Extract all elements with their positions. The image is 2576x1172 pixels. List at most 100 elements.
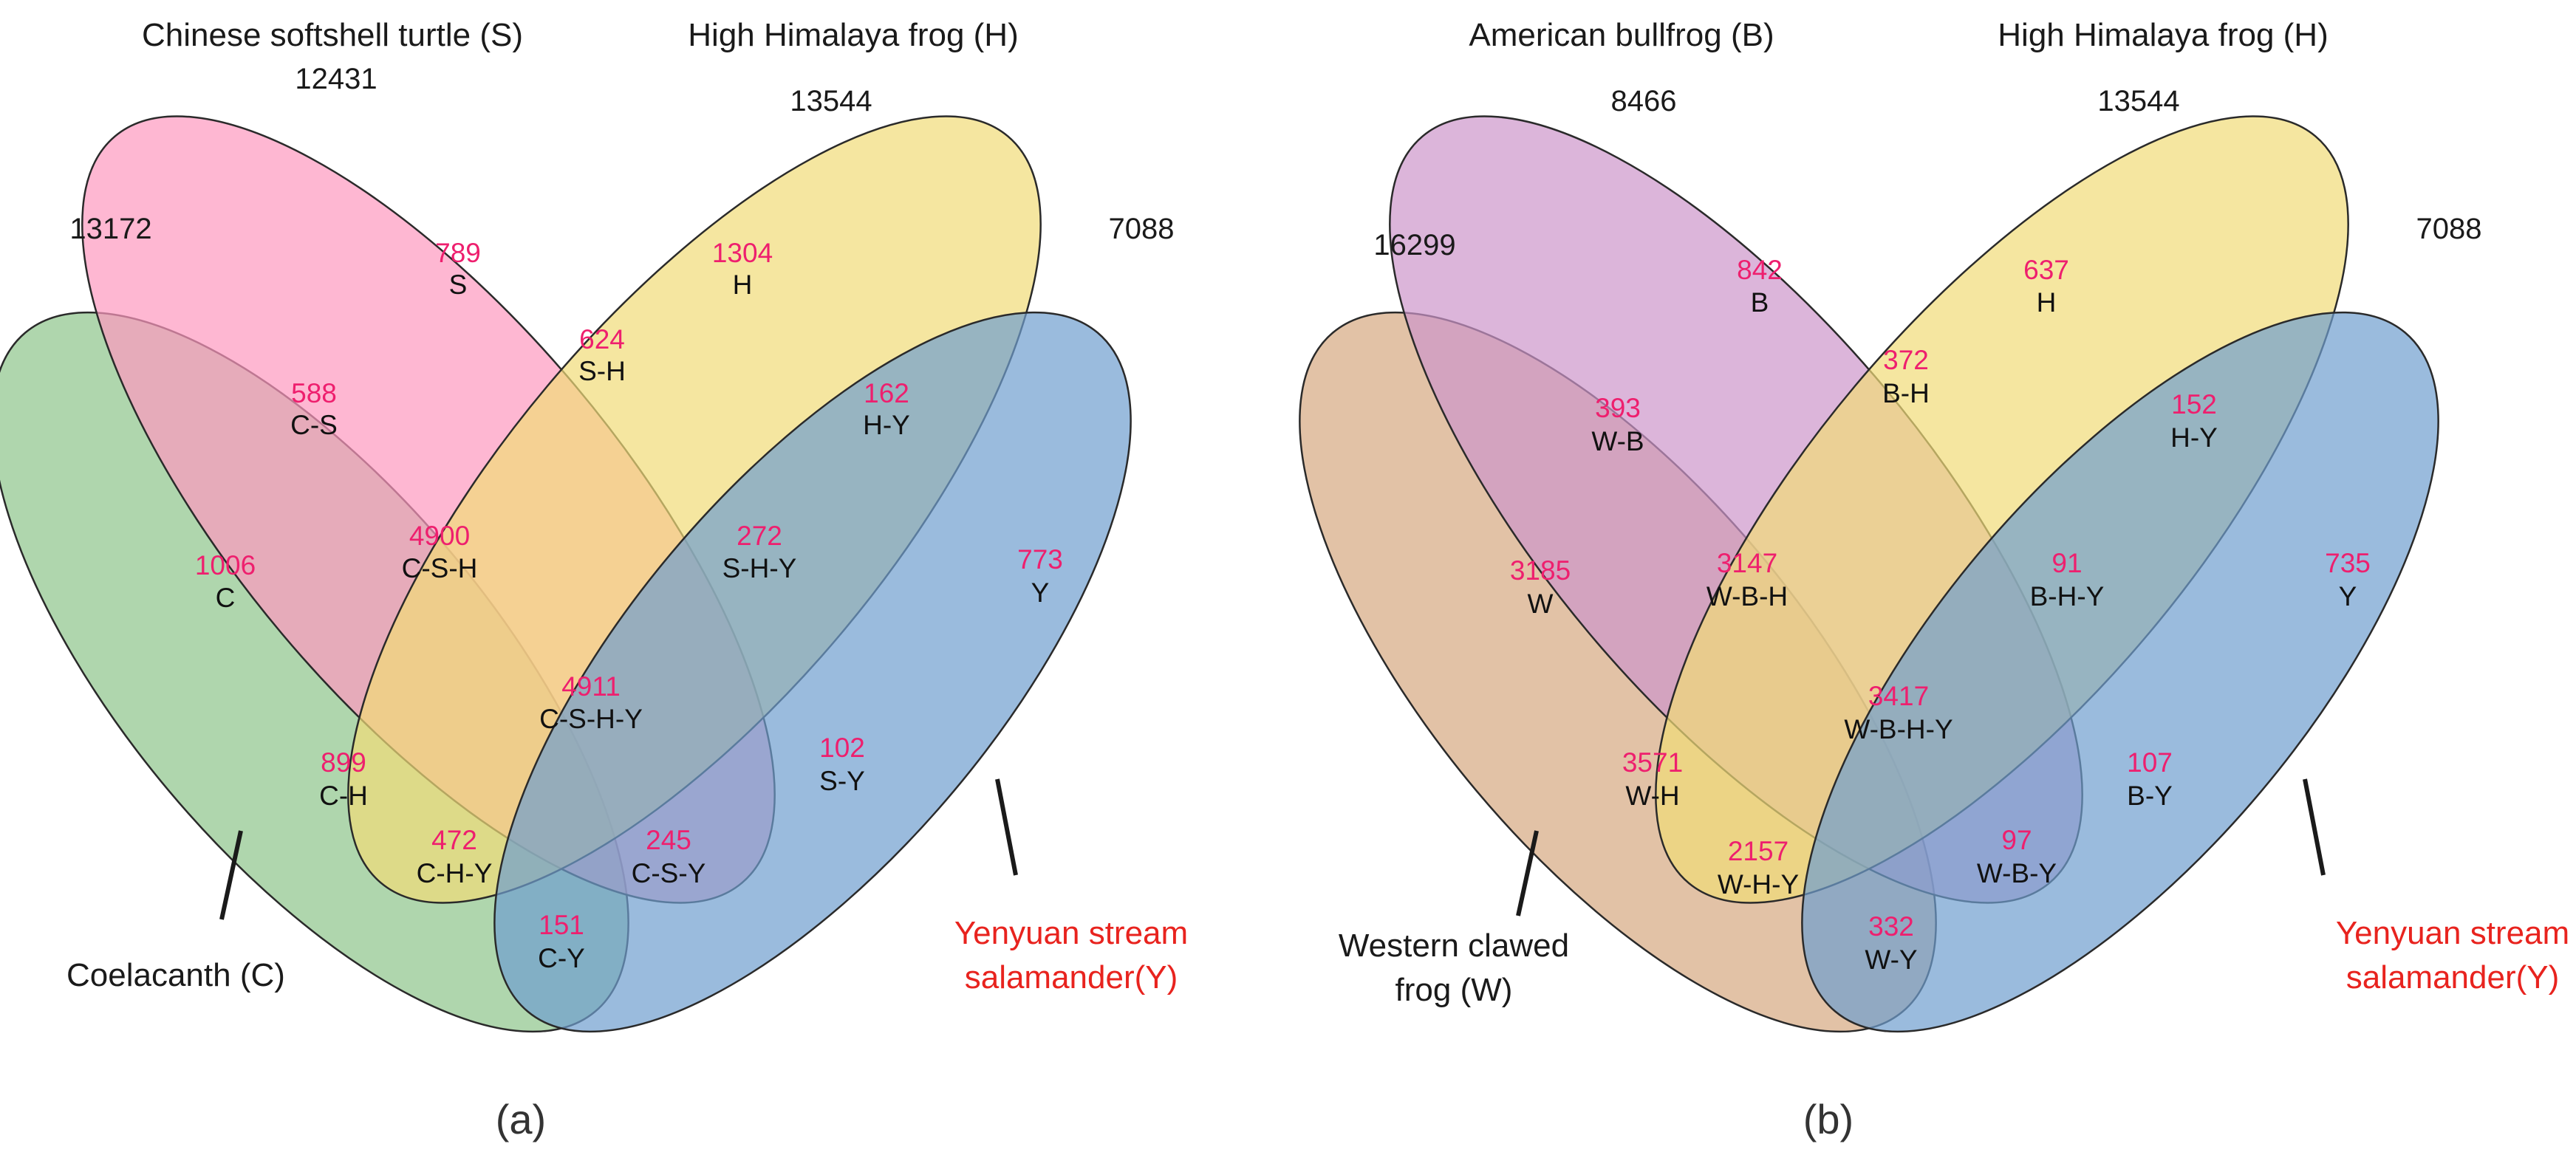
- svg-text:2157: 2157: [1728, 836, 1788, 866]
- set-label-y-line1: Yenyuan stream: [954, 915, 1188, 951]
- set-label-y2-line1: Yenyuan stream: [2336, 915, 2569, 951]
- svg-text:899: 899: [321, 747, 366, 778]
- svg-text:107: 107: [2127, 747, 2173, 778]
- region-a-c-s-h-y: 4911 C-S-H-Y: [539, 671, 643, 734]
- region-a-c: 1006 C: [195, 550, 256, 613]
- svg-text:H: H: [2037, 287, 2057, 318]
- svg-text:842: 842: [1737, 255, 1783, 285]
- svg-text:3147: 3147: [1717, 548, 1777, 578]
- svg-text:637: 637: [2023, 255, 2069, 285]
- set-label-c: Coelacanth (C): [66, 957, 285, 993]
- set-label-w-line2: frog (W): [1395, 972, 1513, 1008]
- region-b-b-h-y: 91 B-H-Y: [2030, 548, 2105, 611]
- svg-text:B: B: [1751, 287, 1769, 318]
- svg-text:Y: Y: [2339, 581, 2357, 611]
- region-a-c-y: 151 C-Y: [538, 910, 585, 973]
- svg-text:91: 91: [2051, 548, 2082, 578]
- set-total-b: 8466: [1611, 85, 1677, 117]
- svg-text:152: 152: [2171, 389, 2217, 419]
- region-b-w-h: 3571 W-H: [1622, 747, 1683, 811]
- svg-text:C: C: [216, 583, 236, 613]
- panel-b: American bullfrog (B) High Himalaya frog…: [1299, 17, 2569, 1142]
- svg-text:C-S: C-S: [290, 410, 338, 440]
- region-a-s: 789 S: [435, 238, 481, 300]
- svg-text:H-Y: H-Y: [863, 410, 910, 440]
- leader-line-c: [219, 830, 243, 920]
- region-a-c-h-y: 472 C-H-Y: [417, 825, 493, 888]
- set-label-w-line1: Western clawed: [1339, 928, 1569, 964]
- region-b-w: 3185 W: [1510, 555, 1571, 619]
- set-ellipse-y: [493, 311, 1132, 1033]
- svg-text:W: W: [1528, 589, 1554, 619]
- region-b-w-y: 332 W-Y: [1865, 911, 1917, 975]
- region-a-h: 1304 H: [712, 238, 773, 300]
- svg-text:151: 151: [539, 910, 584, 940]
- svg-text:W-B-H-Y: W-B-H-Y: [1844, 714, 1953, 744]
- set-total-h2: 13544: [2097, 85, 2179, 117]
- svg-text:789: 789: [435, 238, 481, 268]
- region-b-w-b-y: 97 W-B-Y: [1977, 825, 2057, 888]
- set-label-y2-line2: salamander(Y): [2346, 959, 2560, 995]
- region-b-b-h: 372 B-H: [1882, 345, 1930, 408]
- region-a-y: 773 Y: [1017, 544, 1063, 608]
- svg-text:393: 393: [1595, 393, 1641, 423]
- svg-text:C-S-H: C-S-H: [402, 553, 478, 583]
- region-a-s-h-y: 272 S-H-Y: [722, 521, 797, 583]
- svg-text:3185: 3185: [1510, 555, 1571, 586]
- panel-a: Chinese softshell turtle (S) High Himala…: [0, 17, 1188, 1142]
- svg-text:1304: 1304: [712, 238, 773, 268]
- svg-text:4911: 4911: [561, 671, 621, 702]
- leader-line-w: [1516, 830, 1539, 916]
- svg-text:624: 624: [579, 324, 625, 354]
- svg-text:3571: 3571: [1622, 747, 1683, 778]
- svg-text:102: 102: [819, 733, 865, 763]
- set-total-y2: 7088: [2416, 213, 2482, 245]
- leader-line-y2: [2303, 778, 2326, 876]
- region-b-h: 637 H: [2023, 255, 2069, 318]
- svg-text:B-H-Y: B-H-Y: [2030, 581, 2105, 611]
- set-total-h: 13544: [790, 85, 872, 117]
- set-label-h2: High Himalaya frog (H): [1998, 17, 2328, 53]
- svg-text:C-S-Y: C-S-Y: [632, 858, 706, 888]
- svg-text:W-B-Y: W-B-Y: [1977, 858, 2057, 888]
- region-a-c-s-y: 245 C-S-Y: [632, 825, 706, 888]
- svg-text:H-Y: H-Y: [2170, 422, 2218, 453]
- svg-text:773: 773: [1017, 544, 1063, 575]
- leader-line-y: [995, 778, 1018, 876]
- svg-text:W-B-H: W-B-H: [1706, 581, 1788, 611]
- set-label-b: American bullfrog (B): [1469, 17, 1774, 53]
- region-b-b-y: 107 B-Y: [2127, 747, 2173, 811]
- set-total-c: 13172: [69, 213, 151, 245]
- svg-text:472: 472: [431, 825, 477, 855]
- region-a-c-s: 588 C-S: [290, 378, 338, 440]
- svg-text:Y: Y: [1031, 578, 1050, 608]
- svg-text:B-Y: B-Y: [2127, 781, 2173, 811]
- svg-text:C-Y: C-Y: [538, 943, 585, 973]
- svg-text:588: 588: [291, 378, 337, 408]
- svg-text:272: 272: [737, 521, 782, 551]
- svg-text:332: 332: [1868, 911, 1914, 942]
- svg-text:162: 162: [864, 378, 909, 408]
- svg-text:372: 372: [1883, 345, 1929, 375]
- svg-text:S-Y: S-Y: [819, 766, 865, 796]
- svg-text:1006: 1006: [195, 550, 256, 580]
- region-b-b: 842 B: [1737, 255, 1783, 318]
- svg-text:C-S-H-Y: C-S-H-Y: [539, 704, 643, 734]
- region-b-w-b-h-y: 3417 W-B-H-Y: [1844, 681, 1953, 744]
- svg-text:735: 735: [2325, 548, 2371, 578]
- set-label-y-line2: salamander(Y): [965, 959, 1178, 995]
- svg-text:W-Y: W-Y: [1865, 945, 1917, 975]
- panel-label-b: (b): [1803, 1096, 1854, 1142]
- region-a-s-h: 624 S-H: [578, 324, 626, 386]
- region-b-h-y: 152 H-Y: [2170, 389, 2218, 453]
- svg-text:S: S: [449, 270, 468, 300]
- svg-text:C-H: C-H: [319, 781, 368, 811]
- svg-text:W-H-Y: W-H-Y: [1718, 869, 1799, 899]
- region-a-s-y: 102 S-Y: [819, 733, 865, 796]
- set-ellipse-y2: [1801, 311, 2439, 1033]
- set-label-h: High Himalaya frog (H): [688, 17, 1018, 53]
- region-a-c-s-h: 4900 C-S-H: [402, 521, 478, 583]
- set-total-s: 12431: [295, 63, 377, 95]
